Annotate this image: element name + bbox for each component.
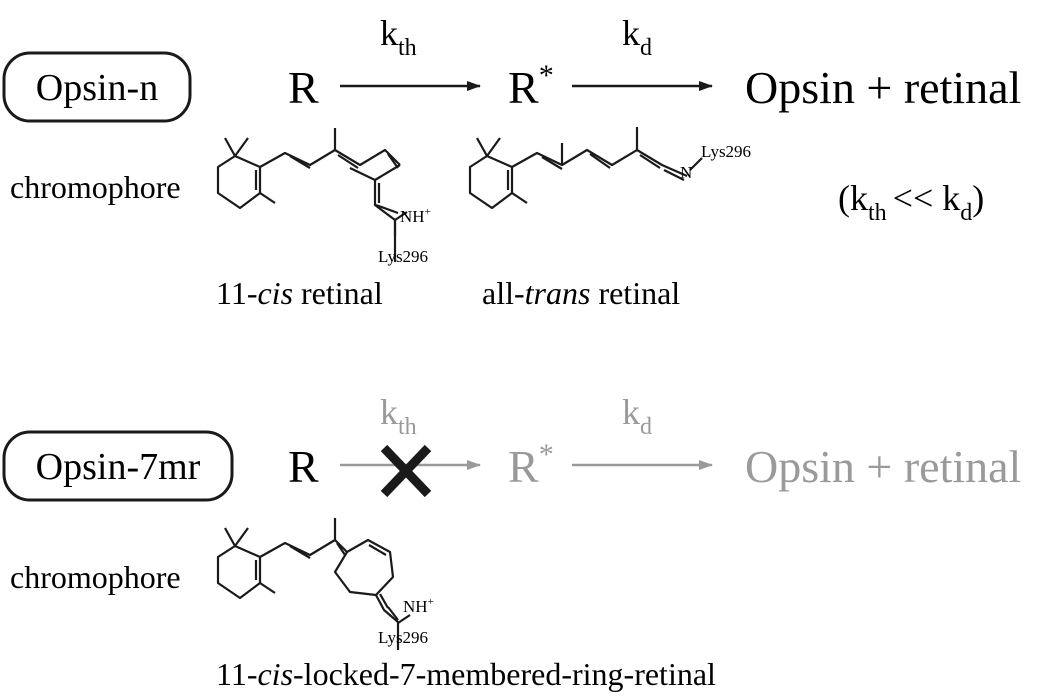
n-trans: N [680, 163, 692, 182]
opsin-7mr-label: Opsin-7mr [36, 446, 201, 488]
lys296-locked: Lys296 [378, 628, 428, 647]
reactant-r-7mr: R [288, 441, 319, 492]
k-d-label-7mr: kd [622, 392, 652, 440]
top-scheme: Opsin-n R kth R* kd Opsin + retinal (kth… [2, 13, 1021, 311]
nh-plus-locked: NH+ [403, 596, 434, 616]
chromophore-label-bottom: chromophore [10, 559, 181, 595]
products-label-7mr: Opsin + retinal [745, 441, 1021, 492]
locked-retinal-structure [216, 518, 411, 650]
intermediate-r-star: R* [508, 59, 554, 113]
opsin-n-label: Opsin-n [36, 67, 158, 109]
k-th-label: kth [380, 13, 417, 61]
lys296-cis: Lys296 [378, 247, 428, 266]
caption-locked-retinal: 11-cis-locked-7-membered-ring-retinal [216, 656, 716, 692]
trans-retinal-structure [468, 127, 703, 210]
opsin-7mr-box [2, 430, 234, 502]
blocked-cross-icon [380, 444, 432, 498]
reactant-r: R [288, 62, 319, 113]
lys296-trans: Lys296 [701, 142, 751, 161]
chromophore-label-top: chromophore [10, 169, 181, 205]
products-label: Opsin + retinal [745, 62, 1021, 113]
k-d-label: kd [622, 13, 652, 61]
bottom-scheme: Opsin-7mr R kth R* kd Opsin + retinal ch… [2, 392, 1021, 692]
caption-11-cis-retinal: 11-cis retinal [216, 275, 383, 311]
caption-all-trans-retinal: all-trans retinal [482, 275, 680, 311]
intermediate-r-star-7mr: R* [508, 438, 554, 492]
nh-plus-cis: NH+ [400, 206, 431, 226]
rate-condition: (kth<< kd) [838, 178, 984, 226]
opsin-n-box [2, 51, 192, 123]
k-th-label-7mr: kth [380, 392, 417, 440]
cis-retinal-structure [216, 128, 408, 262]
